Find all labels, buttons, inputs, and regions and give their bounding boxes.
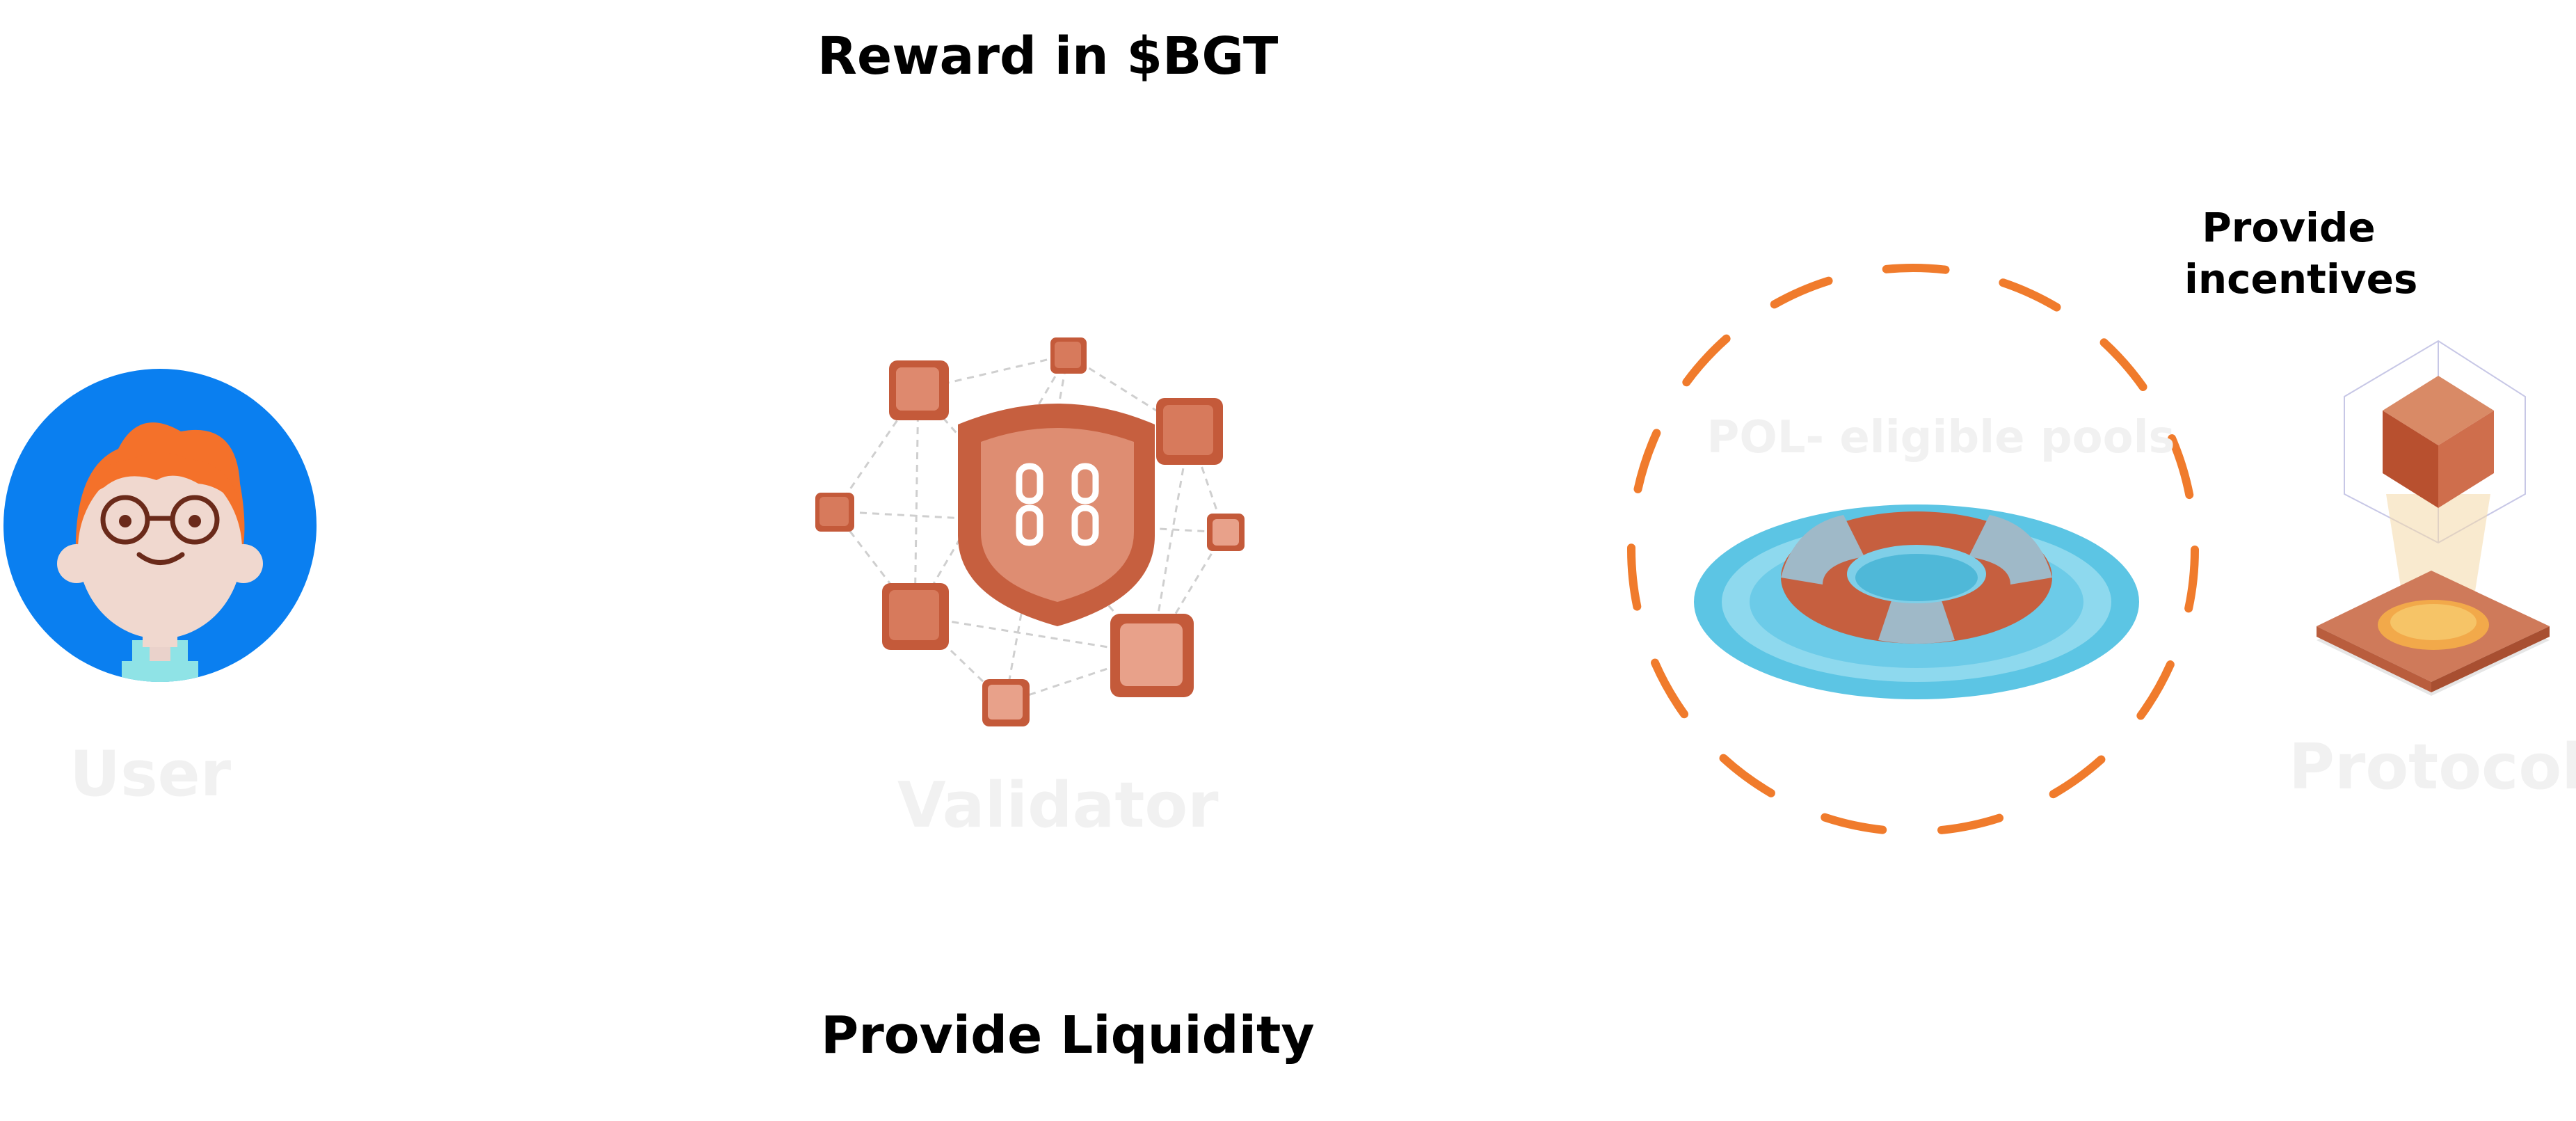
protocol-platform: [2317, 571, 2550, 696]
provide-incentives-line1: Provide: [2202, 204, 2376, 251]
validator-shield-network-icon: [815, 337, 1245, 726]
lifebuoy-pool-icon: POL- eligible pools: [1627, 264, 2199, 836]
provide-incentives-line2: incentives: [2184, 255, 2418, 303]
provide-incentives-label: Provide incentives: [2184, 202, 2418, 305]
pool-dashed-ring: [1627, 264, 2199, 836]
reward-label: Reward in $BGT: [817, 26, 1279, 86]
validator-nodes: [815, 337, 1245, 726]
pools-node-label: POL- eligible pools: [1706, 412, 2175, 463]
user-node-label: User: [70, 738, 232, 811]
validator-node-label: Validator: [897, 769, 1219, 842]
lifebuoy: [1781, 511, 2052, 644]
protocol-cube-platform-icon: [2317, 340, 2550, 696]
protocol-cube: [2383, 376, 2494, 508]
provide-liquidity-label: Provide Liquidity: [821, 1005, 1315, 1065]
user-avatar-icon: [3, 369, 317, 682]
protocol-node-label: Protocol: [2289, 731, 2576, 804]
chain-icon: [1016, 463, 1099, 546]
validator-shield: [958, 404, 1155, 626]
